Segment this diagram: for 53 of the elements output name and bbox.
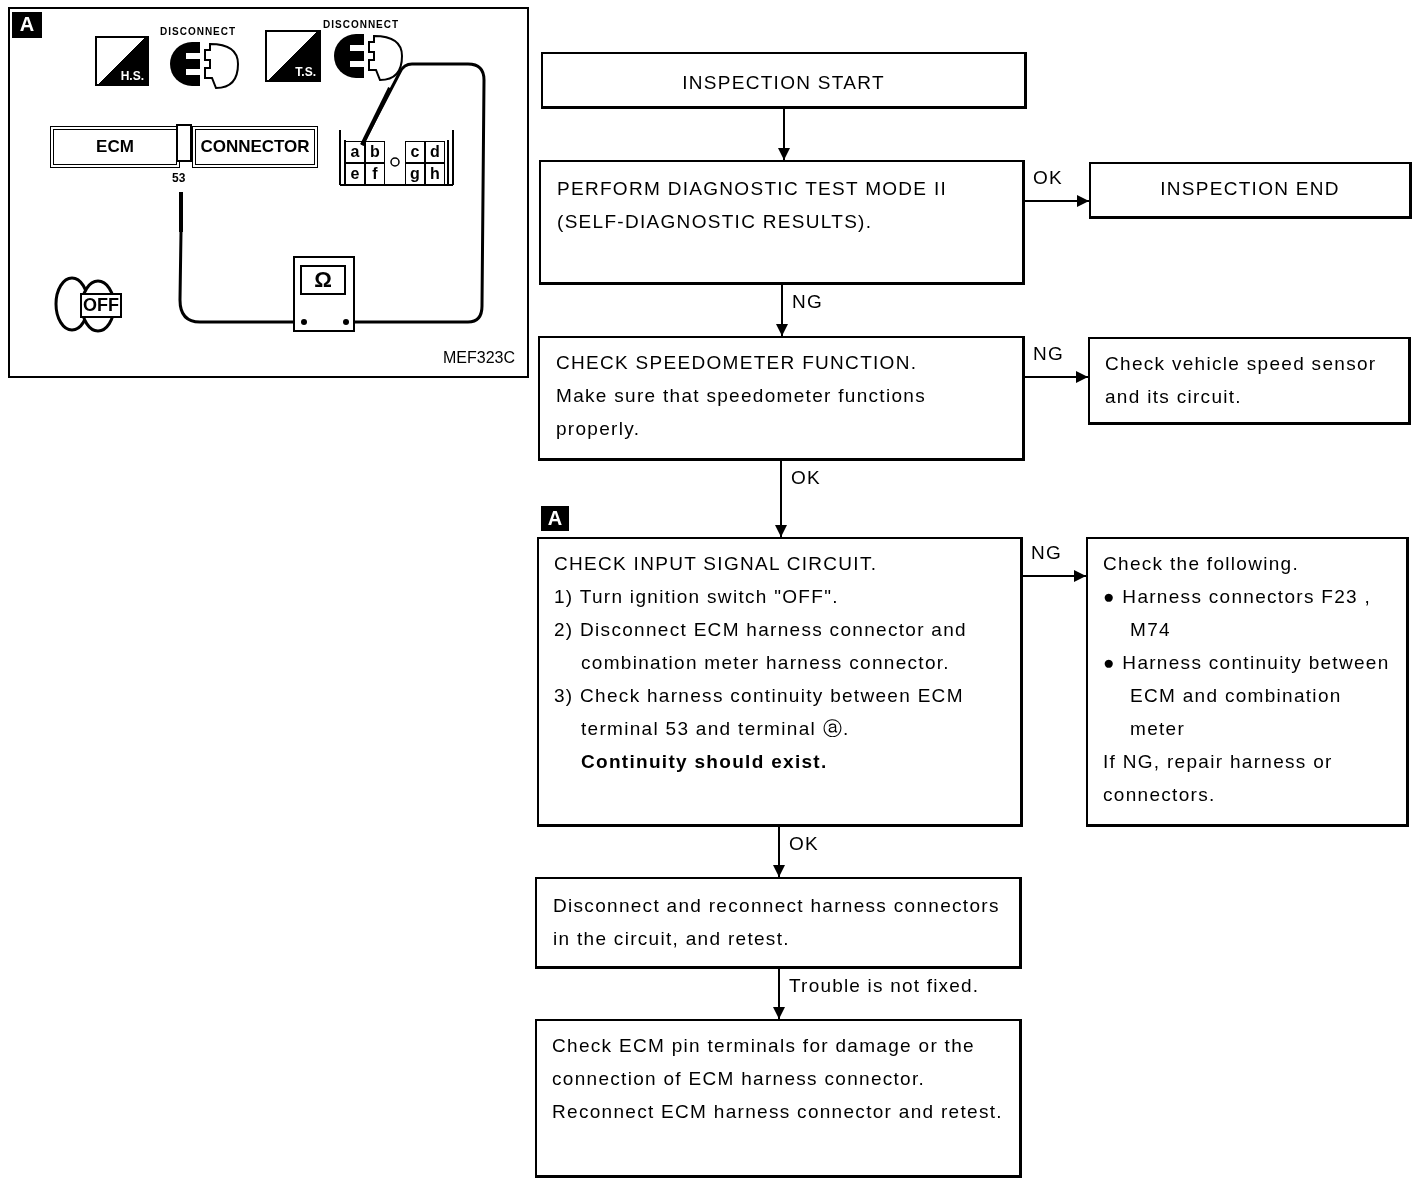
process-box <box>1088 337 1411 425</box>
step-text: Continuity should exist. <box>580 750 829 774</box>
process-box <box>535 1019 1022 1178</box>
step-text: 2) Disconnect ECM harness connector and combination meter harness connector. <box>554 618 968 675</box>
arrow <box>775 460 787 538</box>
mode-label: H.S. <box>120 69 144 83</box>
step-text: 3) Check harness continuity between ECM terminal 53 and terminal ⓐ. <box>554 684 965 741</box>
switch-position-label: OFF <box>80 293 122 318</box>
terminal-cell: h <box>425 163 445 185</box>
arrow <box>773 968 785 1020</box>
process-box <box>537 537 1023 827</box>
step-text: ● Harness connectors F23 , M74 <box>1103 585 1373 642</box>
terminal-cell: b <box>365 141 385 163</box>
process-box <box>539 160 1025 285</box>
section-badge: A <box>12 12 42 38</box>
step-text: PERFORM DIAGNOSTIC TEST MODE II (SELF-DIAGNOSTIC RESULTS). <box>557 177 949 234</box>
process-box <box>1086 537 1409 827</box>
connector-block: CONNECTOR <box>192 126 318 168</box>
mode-label: T.S. <box>295 65 316 79</box>
figure-code: MEF323C <box>443 349 516 367</box>
process-box <box>535 877 1022 969</box>
step-text: ● Harness continuity between ECM and combination meter <box>1103 651 1391 741</box>
instruction-label: DISCONNECT <box>160 26 237 37</box>
terminal-cell: g <box>405 163 425 185</box>
meter-display: Ω <box>300 265 346 295</box>
arrow <box>1024 371 1089 383</box>
terminal-number: 53 <box>172 171 186 185</box>
terminal-cell: e <box>345 163 365 185</box>
step-text: Disconnect and reconnect harness connectors in the circuit, and retest. <box>553 894 1001 951</box>
step-text: INSPECTION START <box>681 71 886 95</box>
terminal-cell: a <box>345 141 365 163</box>
step-text: INSPECTION END <box>1159 177 1341 201</box>
step-text: If NG, repair harness or connectors. <box>1103 750 1334 807</box>
process-box <box>541 52 1027 109</box>
step-text: Make sure that speedometer functions properly. <box>556 384 927 441</box>
arrow <box>773 826 785 878</box>
step-text: CHECK SPEEDOMETER FUNCTION. <box>556 351 919 375</box>
process-box <box>1089 162 1412 219</box>
terminal-cell: f <box>365 163 385 185</box>
step-text: CHECK INPUT SIGNAL CIRCUIT. <box>554 552 879 576</box>
step-text: Check the following. <box>1103 552 1301 576</box>
section-badge: A <box>541 506 569 531</box>
terminal-cell: d <box>425 141 445 163</box>
terminal-cell: c <box>405 141 425 163</box>
step-text: Check vehicle speed sensor and its circuit. <box>1105 352 1378 409</box>
step-text: Check ECM pin terminals for damage or the connection of ECM harness connector. Reconnect ECM harness connector and retest. <box>552 1034 1004 1124</box>
step-text: 1) Turn ignition switch "OFF". <box>554 585 840 609</box>
arrow <box>778 108 790 161</box>
arrow <box>776 284 788 337</box>
arrow <box>1024 195 1090 207</box>
instruction-label: DISCONNECT <box>323 19 400 30</box>
arrow <box>1022 570 1087 582</box>
process-box <box>538 336 1025 461</box>
